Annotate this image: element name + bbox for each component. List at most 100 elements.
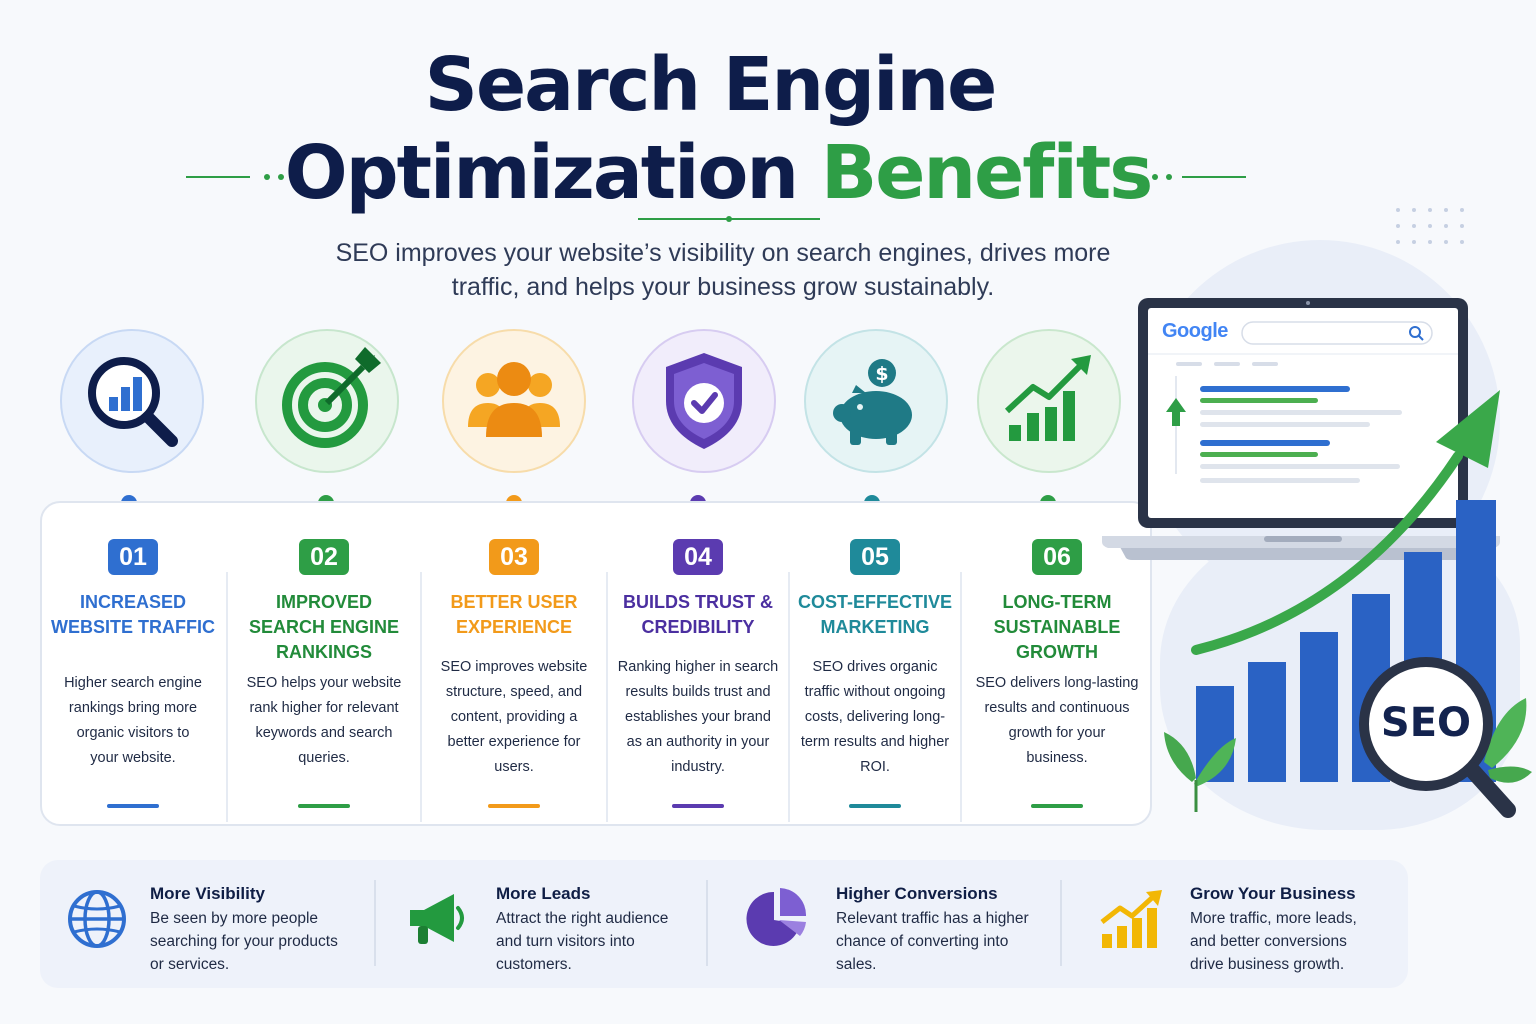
benefit-title: COST-EFFECTIVE MARKETING bbox=[790, 590, 960, 640]
subtitle: SEO improves your website’s visibility o… bbox=[0, 236, 1446, 304]
benefit-title: INCREASED WEBSITE TRAFFIC bbox=[40, 590, 226, 640]
benefit-title-line: WEBSITE TRAFFIC bbox=[51, 617, 215, 637]
highlight-title: Grow Your Business bbox=[1190, 884, 1356, 903]
users-group-icon bbox=[468, 362, 560, 437]
benefit-accent-bar bbox=[672, 804, 724, 808]
benefit-card-5: 05 COST-EFFECTIVE MARKETING SEO drives o… bbox=[790, 501, 960, 826]
benefit-title-line: MARKETING bbox=[820, 617, 930, 637]
seo-laptop-illustration bbox=[1102, 298, 1532, 818]
benefit-description: SEO drives organic traffic without ongoi… bbox=[794, 655, 956, 780]
benefit-desc-line: keywords and search bbox=[255, 725, 393, 741]
highlight-desc-line: or services. bbox=[150, 956, 230, 973]
benefit-desc-line: Higher search engine bbox=[64, 675, 202, 691]
benefit-desc-line: structure, speed, and bbox=[445, 684, 583, 700]
title-accent-word: Benefits bbox=[820, 130, 1153, 216]
highlight-desc-line: customers. bbox=[496, 956, 572, 973]
svg-text:$: $ bbox=[875, 363, 888, 385]
title-deco-right-dot2 bbox=[1166, 174, 1172, 180]
benefit-title: BETTER USER EXPERIENCE bbox=[422, 590, 606, 640]
benefit-number-badge: 05 bbox=[850, 539, 900, 575]
card-divider-3 bbox=[606, 572, 608, 822]
decorative-dot-grid bbox=[1396, 208, 1464, 244]
benefit-number-badge: 04 bbox=[673, 539, 723, 575]
benefit-4-icon-circle bbox=[632, 329, 776, 473]
bottom-divider-2 bbox=[706, 880, 708, 966]
title-underline-dot bbox=[726, 216, 732, 222]
benefit-description: Higher search engine rankings bring more… bbox=[54, 671, 212, 771]
benefit-desc-line: growth for your bbox=[1008, 725, 1106, 741]
benefit-title-line: EXPERIENCE bbox=[455, 617, 573, 637]
benefit-desc-line: results and continuous bbox=[984, 700, 1130, 716]
highlight-desc-line: Relevant traffic has a higher bbox=[836, 910, 1029, 927]
benefit-title-line: CREDIBILITY bbox=[641, 617, 755, 637]
card-divider-2 bbox=[420, 572, 422, 822]
benefit-accent-bar bbox=[849, 804, 901, 808]
highlight-desc-line: Be seen by more people bbox=[150, 910, 319, 927]
benefit-5-icon-circle: $ bbox=[804, 329, 948, 473]
benefit-card-3: 03 BETTER USER EXPERIENCE SEO improves w… bbox=[422, 501, 606, 826]
card-divider-1 bbox=[226, 572, 228, 822]
benefit-title-line: BUILDS TRUST & bbox=[623, 592, 773, 612]
benefit-3-icon-circle bbox=[442, 329, 586, 473]
page-title-line1: Search Engine bbox=[424, 42, 998, 128]
benefit-title-line: SEARCH ENGINE bbox=[248, 617, 400, 637]
benefit-card-1: 01 INCREASED WEBSITE TRAFFIC Higher sear… bbox=[40, 501, 226, 826]
title-deco-left-dot2 bbox=[278, 174, 284, 180]
bottom-highlights-strip bbox=[40, 860, 1408, 988]
title-main-word: Optimization bbox=[284, 130, 799, 216]
highlight-desc-line: searching for your products bbox=[150, 933, 338, 950]
benefit-accent-bar bbox=[488, 804, 540, 808]
card-divider-4 bbox=[788, 572, 790, 822]
highlight-desc-line: More traffic, more leads, bbox=[1190, 910, 1357, 927]
benefit-title-line: IMPROVED bbox=[275, 592, 372, 612]
benefit-card-2: 02 IMPROVED SEARCH ENGINE RANKINGS SEO h… bbox=[228, 501, 420, 826]
benefit-description: SEO helps your website rank higher for r… bbox=[242, 671, 406, 771]
benefit-2-icon-circle bbox=[255, 329, 399, 473]
benefit-accent-bar bbox=[1031, 804, 1083, 808]
benefit-desc-line: SEO improves website bbox=[440, 659, 588, 675]
benefit-desc-line: SEO delivers long-lasting bbox=[975, 675, 1139, 691]
benefit-title-line: GROWTH bbox=[1016, 642, 1098, 662]
benefit-accent-bar bbox=[298, 804, 350, 808]
subtitle-line2: traffic, and helps your business grow su… bbox=[451, 273, 995, 301]
benefit-number-badge: 03 bbox=[489, 539, 539, 575]
growth-chart-icon bbox=[1004, 355, 1091, 441]
magnifier-chart-icon bbox=[88, 357, 178, 447]
benefit-number-badge: 02 bbox=[299, 539, 349, 575]
benefit-desc-line: rank higher for relevant bbox=[249, 700, 399, 716]
benefit-1-icon-circle bbox=[60, 329, 204, 473]
title-deco-right-dot bbox=[1152, 174, 1158, 180]
search-brand-logo: Google bbox=[1162, 320, 1228, 342]
highlight-more-leads: More Leads Attract the right audience an… bbox=[400, 860, 700, 988]
benefit-title-line: INCREASED bbox=[79, 592, 186, 612]
benefit-desc-line: SEO drives organic bbox=[812, 659, 938, 675]
benefit-desc-line: business. bbox=[1026, 750, 1088, 766]
globe-icon bbox=[68, 890, 126, 948]
benefit-title: LONG-TERM SUSTAINABLE GROWTH bbox=[962, 590, 1152, 665]
seo-badge-text: SEO bbox=[1380, 700, 1472, 746]
benefit-desc-line: traffic without ongoing bbox=[804, 684, 946, 700]
page-title-line2: Optimization Benefits bbox=[0, 128, 1436, 218]
benefit-title-line: COST-EFFECTIVE bbox=[797, 592, 952, 612]
title-deco-right-line bbox=[1182, 176, 1246, 178]
benefit-description: SEO improves website structure, speed, a… bbox=[436, 655, 592, 780]
benefit-desc-line: SEO helps your website bbox=[246, 675, 402, 691]
benefit-desc-line: better experience for bbox=[447, 734, 581, 750]
benefit-desc-line: queries. bbox=[298, 750, 350, 766]
benefit-6-icon-circle bbox=[977, 329, 1121, 473]
highlight-higher-conversions: Higher Conversions Relevant traffic has … bbox=[740, 860, 1060, 988]
highlight-description: More traffic, more leads, and better con… bbox=[1190, 907, 1357, 976]
growth-bars-icon bbox=[1100, 890, 1162, 948]
benefit-title: IMPROVED SEARCH ENGINE RANKINGS bbox=[228, 590, 420, 665]
benefit-desc-line: Ranking higher in search bbox=[617, 659, 779, 675]
highlight-description: Be seen by more people searching for you… bbox=[150, 907, 338, 976]
benefit-title-line: BETTER USER bbox=[450, 592, 578, 612]
megaphone-icon bbox=[410, 894, 464, 944]
highlight-desc-line: chance of converting into bbox=[836, 933, 1009, 950]
benefit-desc-line: industry. bbox=[671, 759, 725, 775]
benefit-desc-line: your website. bbox=[90, 750, 176, 766]
benefit-description: Ranking higher in search results builds … bbox=[614, 655, 782, 780]
benefit-desc-line: ROI. bbox=[860, 759, 890, 775]
benefit-desc-line: term results and higher bbox=[800, 734, 950, 750]
benefit-card-6: 06 LONG-TERM SUSTAINABLE GROWTH SEO deli… bbox=[962, 501, 1152, 826]
